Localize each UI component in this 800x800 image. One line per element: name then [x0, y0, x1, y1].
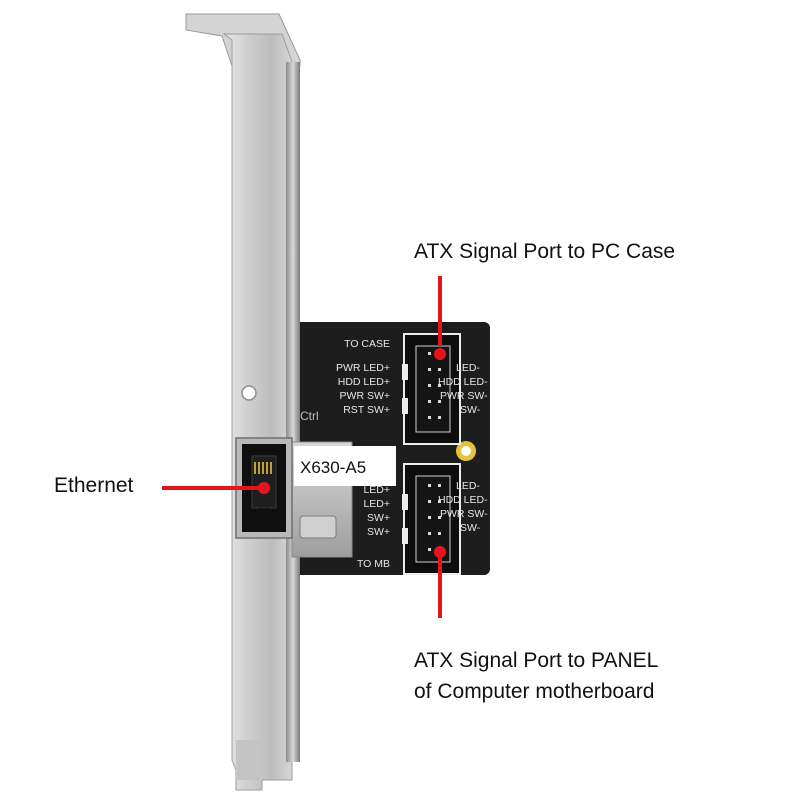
silk-bottom-right-4: SW-: [460, 522, 481, 534]
silk-bottom-left-1: LED+: [363, 484, 390, 496]
header-pins: [428, 352, 441, 551]
callout-bottom-label: ATX Signal Port to PANEL of Computer mot…: [414, 645, 658, 707]
callout-arrow-top: [434, 276, 446, 360]
bottom-pin-header: [402, 463, 461, 575]
silk-top-left-4: RST SW+: [343, 404, 390, 416]
pci-bracket: [185, 13, 301, 791]
silk-top-right-2: HDD LED-: [438, 376, 488, 388]
silk-top-left-1: PWR LED+: [336, 362, 390, 374]
silk-bottom-left-3: SW+: [366, 512, 390, 524]
callout-top-label: ATX Signal Port to PC Case: [414, 240, 676, 263]
silk-to-mb: TO MB: [356, 558, 390, 570]
callout-arrow-ethernet: [162, 482, 270, 494]
silk-top-right-4: SW-: [460, 404, 481, 416]
callout-arrow-bottom: [434, 546, 446, 618]
silk-to-case: TO CASE: [344, 338, 390, 350]
silk-top-right-3: PWR SW-: [440, 390, 488, 402]
model-label: X630-A5: [300, 458, 367, 477]
top-pin-header: [402, 333, 461, 445]
callout-bottom-line2: of Computer motherboard: [414, 680, 655, 703]
silk-bottom-left-4: SW+: [366, 526, 390, 538]
callout-ethernet-label: Ethernet: [54, 474, 134, 497]
silk-bottom-right-1: LED-: [456, 480, 480, 492]
silk-bottom-right-2: HDD LED-: [438, 494, 488, 506]
silk-top-right-1: LED-: [456, 362, 480, 374]
silk-bottom-right-3: PWR SW-: [440, 508, 488, 520]
model-label-box: [294, 446, 396, 486]
silk-top-left-3: PWR SW+: [339, 390, 390, 402]
callout-bottom-line1: ATX Signal Port to PANEL: [414, 649, 659, 672]
silk-ctrl: Ctrl: [300, 409, 319, 423]
silk-bottom-left-2: LED+: [363, 498, 390, 510]
silk-top-left-2: HDD LED+: [337, 376, 390, 388]
